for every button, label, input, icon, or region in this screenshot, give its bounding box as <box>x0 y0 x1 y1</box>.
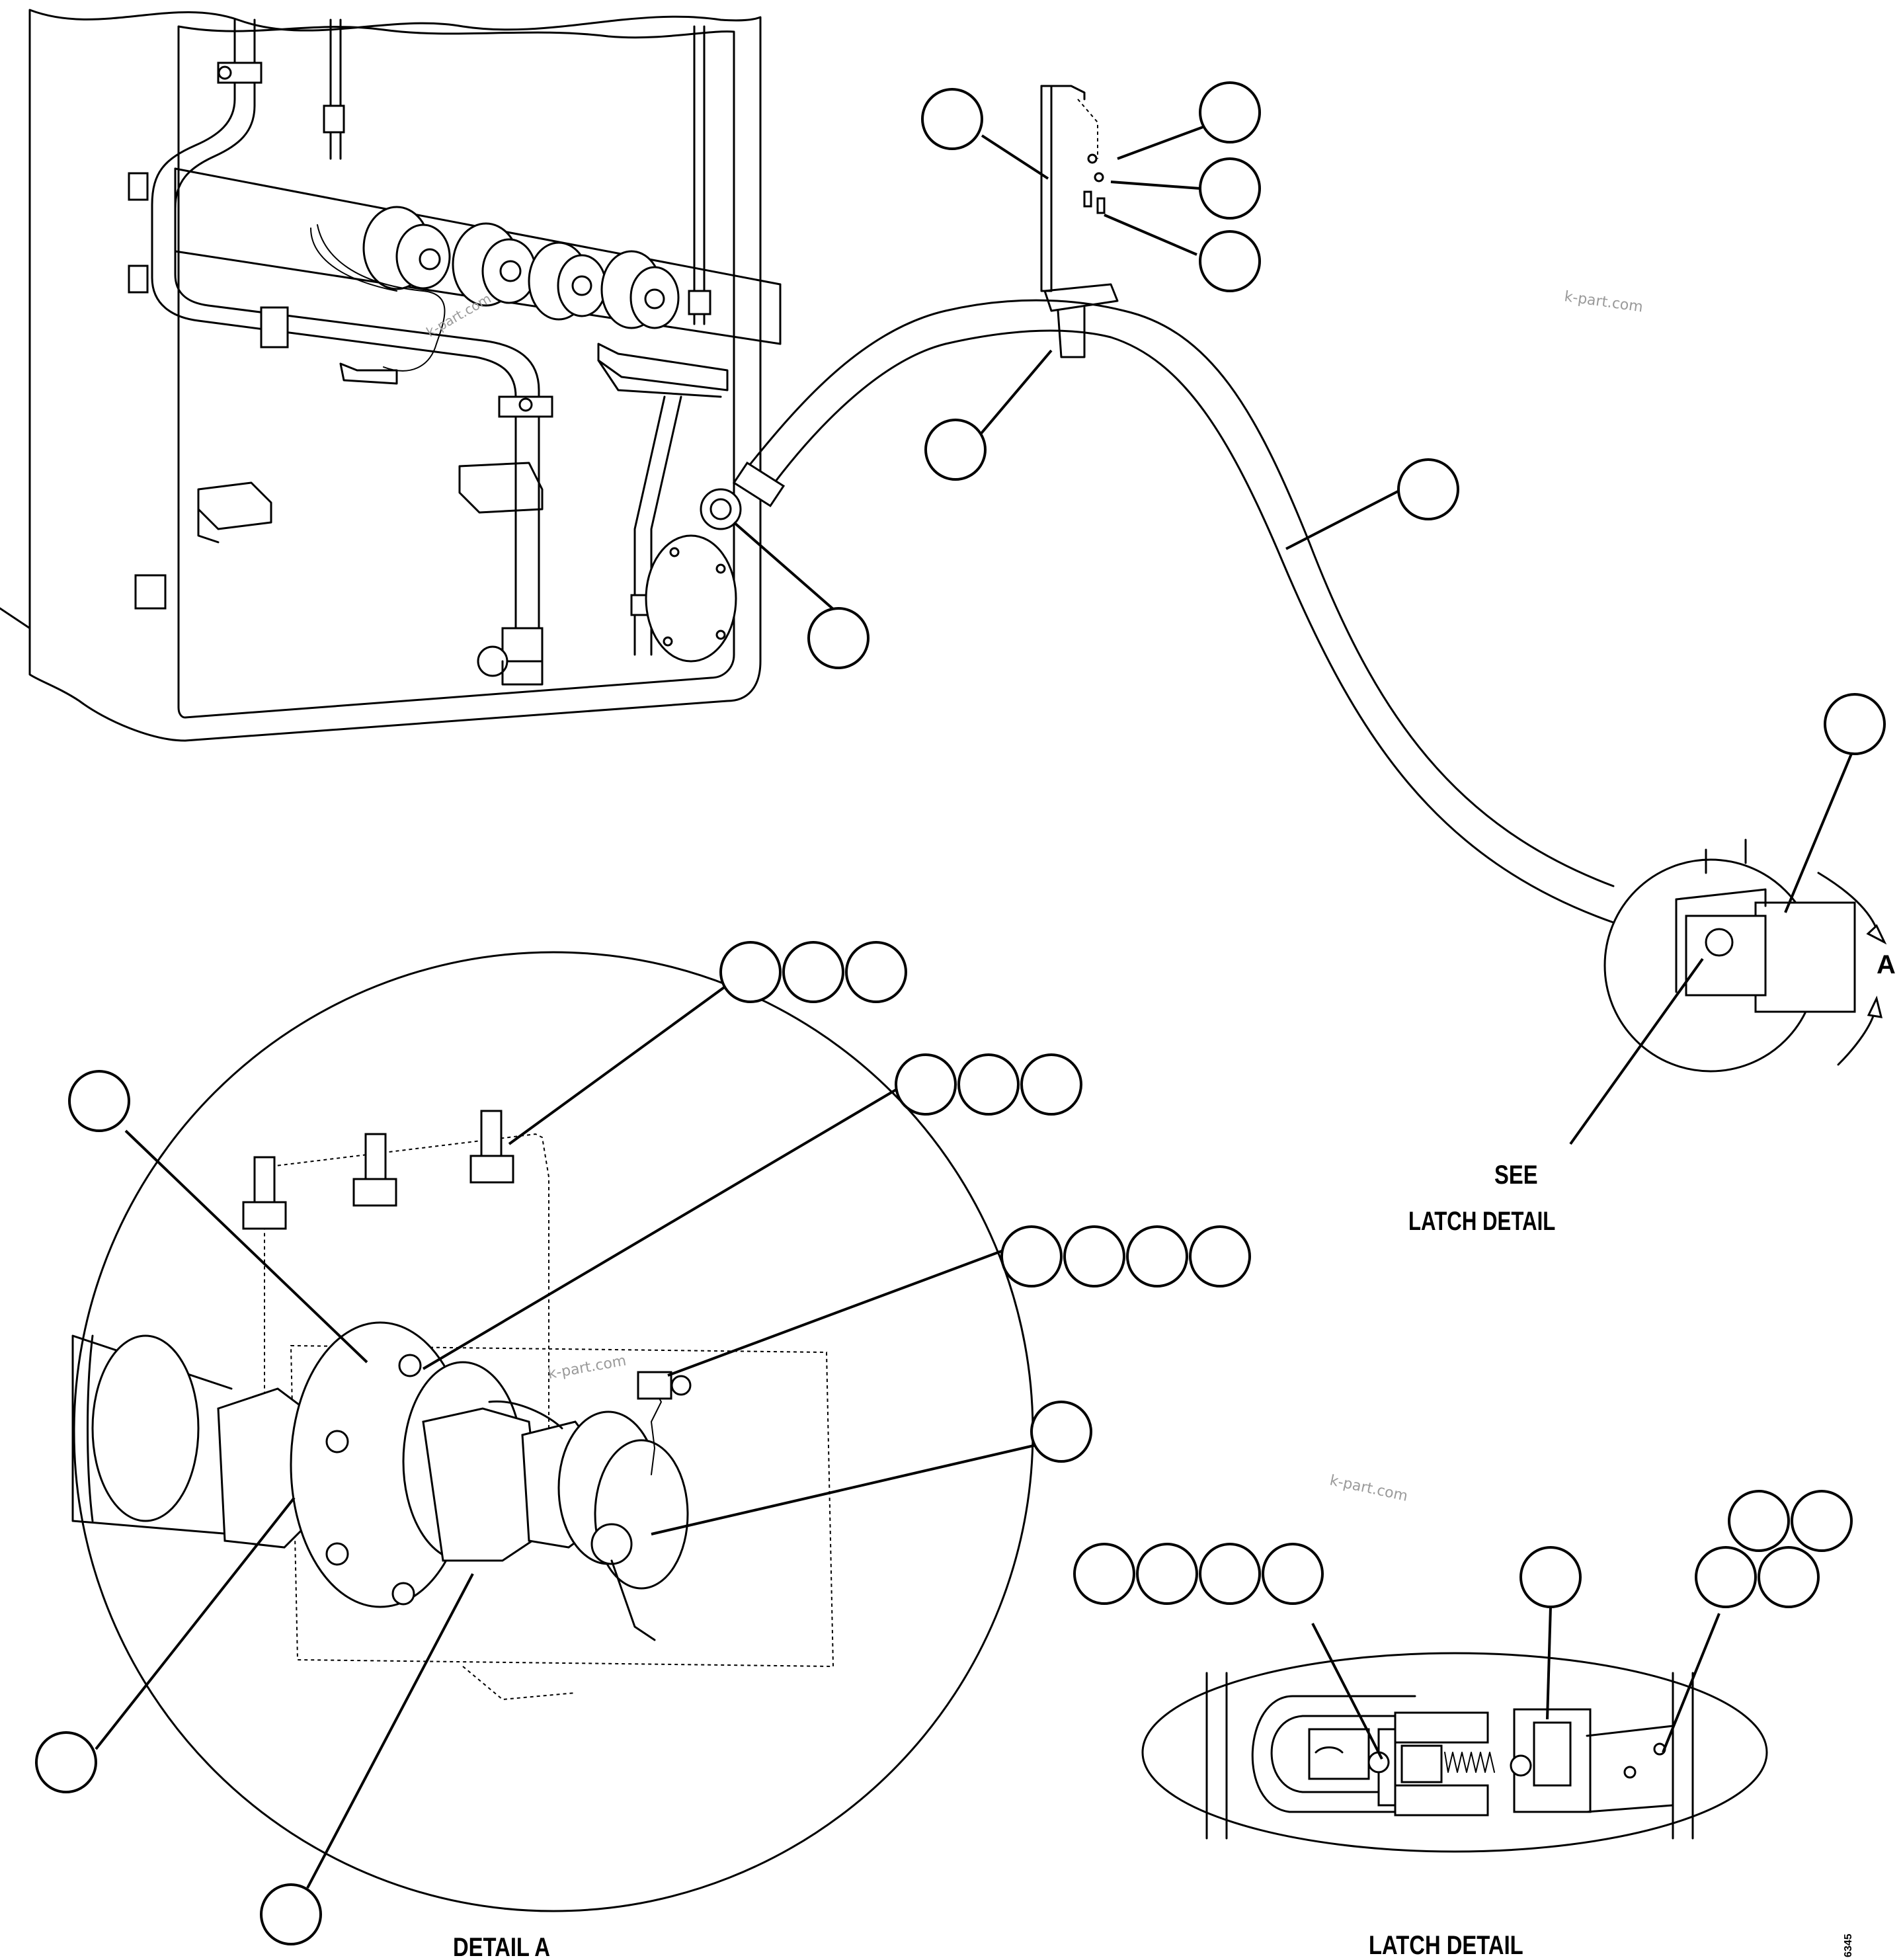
callout-bubble <box>1824 693 1886 755</box>
callout-bubble <box>924 419 987 481</box>
callout-bubble <box>957 1053 1020 1116</box>
latch-detail-reference: LATCH DETAIL <box>1408 1206 1555 1236</box>
callout-bubble <box>1199 230 1261 292</box>
callout-bubble <box>1126 1225 1188 1287</box>
callout-bubble <box>260 1883 322 1945</box>
callout-bubble <box>1397 458 1459 520</box>
hose <box>732 85 1615 924</box>
callout-bubble <box>895 1053 957 1116</box>
callout-bubble <box>1073 1543 1135 1605</box>
callout-bubble <box>1189 1225 1251 1287</box>
callout-bubble <box>1262 1543 1324 1605</box>
callout-bubble <box>1758 1546 1820 1608</box>
callout-bubble <box>1791 1490 1853 1552</box>
callout-bubble <box>1000 1225 1063 1287</box>
callout-bubbles <box>35 81 1886 1945</box>
watermark: k-part.com <box>424 290 494 340</box>
callout-bubble <box>1519 1546 1582 1608</box>
latch-detail <box>1141 1652 1768 1853</box>
callout-bubble <box>845 941 907 1003</box>
view-marker-a: A <box>1877 950 1896 979</box>
watermark: k-part.com <box>1563 288 1644 315</box>
callout-bubble <box>1063 1225 1125 1287</box>
valve-block <box>362 206 680 329</box>
callout-bubble <box>1020 1053 1082 1116</box>
callout-bubble <box>1199 1543 1261 1605</box>
callout-bubble <box>921 88 983 150</box>
callout-bubble <box>1136 1543 1198 1605</box>
callout-bubble <box>782 941 844 1003</box>
callout-bubble <box>68 1070 130 1132</box>
watermark: k-part.com <box>1328 1472 1409 1504</box>
callout-bubble <box>1199 81 1261 143</box>
callout-bubble <box>1199 157 1261 220</box>
latch-detail-caption: LATCH DETAIL <box>1369 1930 1523 1960</box>
watermark: k-part.com <box>547 1352 628 1382</box>
callout-bubble <box>807 607 870 669</box>
see-label: SEE <box>1494 1160 1538 1190</box>
mounting-studs <box>242 1110 514 1230</box>
callout-bubble <box>1695 1546 1757 1608</box>
callout-bubble <box>1030 1401 1092 1463</box>
tank-panel-assembly <box>0 9 782 742</box>
callout-bubble <box>719 941 782 1003</box>
callout-bubble <box>35 1731 97 1793</box>
callout-bubble <box>1728 1490 1790 1552</box>
detail-a-caption: DETAIL A <box>453 1932 550 1960</box>
view-a-detail-circle: A <box>1569 838 1896 1145</box>
drawing-number: 6345 <box>1843 1934 1854 1957</box>
callout-leaders <box>95 124 1853 1889</box>
detail-a <box>71 951 1034 1912</box>
